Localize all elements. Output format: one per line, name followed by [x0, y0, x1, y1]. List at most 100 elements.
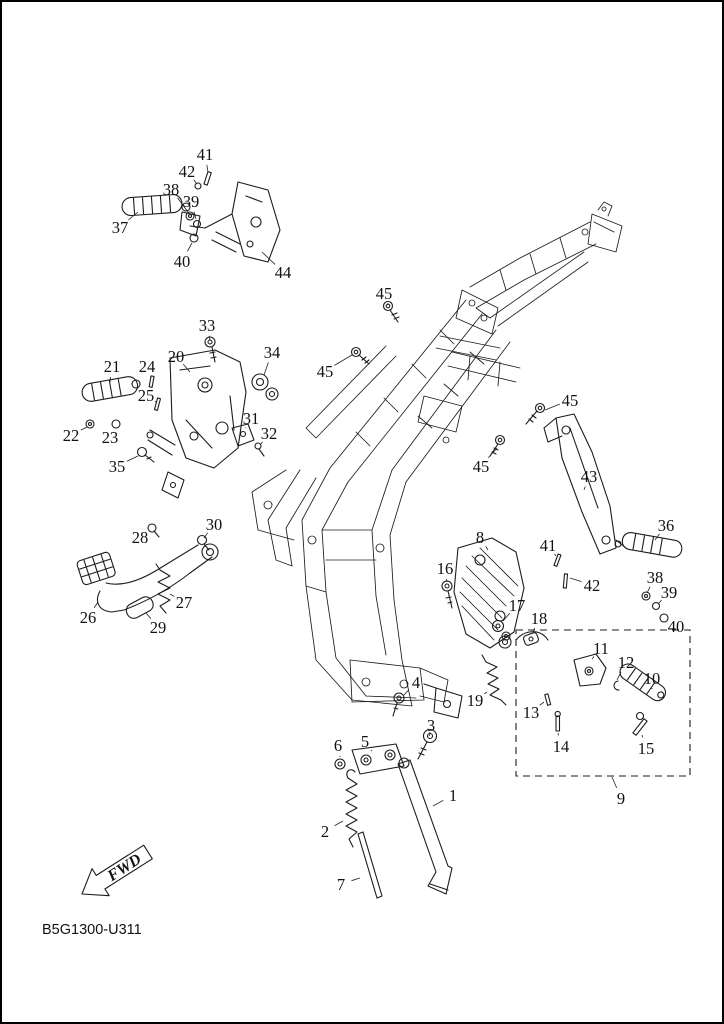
leader-line-part-35 [126, 455, 139, 462]
fwd-arrow-icon [81, 844, 153, 897]
leader-line-part-33 [208, 335, 211, 341]
frame-mount-bolts-45 [350, 300, 546, 457]
callout-part-15: 15 [638, 739, 655, 758]
callout-part-38: 38 [163, 180, 180, 199]
leader-line-part-45 [544, 403, 560, 411]
leader-line-part-1 [432, 799, 444, 807]
callout-part-10: 10 [644, 669, 661, 688]
leader-line-part-45 [334, 354, 353, 366]
callout-part-32: 32 [261, 424, 278, 443]
brake-pedal-assembly [76, 523, 219, 619]
callout-part-40: 40 [668, 617, 685, 636]
callout-part-6: 6 [334, 736, 342, 755]
leader-line-part-3 [429, 731, 431, 736]
leader-line-part-43 [583, 486, 586, 491]
callout-part-38: 38 [647, 568, 664, 587]
callout-part-29: 29 [150, 618, 167, 637]
callout-part-45: 45 [376, 284, 393, 303]
leader-line-part-15 [641, 734, 644, 738]
callout-part-7: 7 [337, 875, 345, 894]
callout-part-27: 27 [176, 593, 193, 612]
footrest-bar-10 [619, 663, 667, 702]
leader-line-part-20 [182, 364, 191, 373]
callout-part-24: 24 [139, 357, 156, 376]
callout-part-45: 45 [562, 391, 579, 410]
callout-part-45: 45 [317, 362, 334, 381]
leader-line-part-44 [261, 251, 276, 265]
leader-line-part-27 [169, 593, 175, 597]
leader-line-part-14 [557, 732, 559, 736]
leader-line-part-39 [657, 599, 662, 605]
leader-line-part-25 [154, 400, 157, 403]
leader-line-part-24 [150, 376, 152, 379]
frame-artwork [251, 201, 623, 707]
callout-part-3: 3 [427, 716, 435, 735]
leader-line-part-42 [193, 179, 198, 185]
footrest-bar-37 [121, 194, 183, 217]
callout-part-26: 26 [80, 608, 97, 627]
leader-line-part-34 [263, 362, 269, 376]
callout-part-25: 25 [138, 386, 155, 405]
callout-part-37: 37 [112, 218, 129, 237]
callout-part-23: 23 [102, 428, 119, 447]
pedal-pad [76, 551, 116, 586]
leader-line-part-7 [351, 877, 361, 882]
callout-part-45: 45 [473, 457, 490, 476]
leader-line-part-13 [539, 701, 545, 706]
footrest-bar-21 [81, 376, 139, 402]
leader-line-part-12 [616, 671, 622, 681]
callout-part-43: 43 [581, 467, 598, 486]
callout-part-41: 41 [197, 145, 214, 164]
leader-line-part-36 [654, 533, 660, 541]
callout-part-31: 31 [243, 409, 260, 428]
callout-part-34: 34 [264, 343, 281, 362]
callout-part-1: 1 [449, 786, 457, 805]
leader-line-part-42 [569, 577, 582, 583]
leader-line-part-26 [93, 601, 99, 609]
callout-part-21: 21 [104, 357, 121, 376]
leader-line-part-30 [203, 532, 208, 539]
leader-line-part-38 [646, 586, 651, 594]
leader-line-part-8 [485, 546, 489, 551]
callout-part-20: 20 [168, 347, 185, 366]
side-stand-assembly [334, 683, 463, 899]
leader-line-part-41 [206, 164, 209, 173]
right-front-footrest-bracket-assembly [441, 537, 549, 706]
callout-part-18: 18 [531, 609, 548, 628]
callout-part-42: 42 [584, 576, 601, 595]
leader-line-part-41 [554, 553, 557, 557]
rear-right-footrest-assembly [543, 413, 683, 623]
callout-part-30: 30 [206, 515, 223, 534]
callout-part-8: 8 [476, 528, 484, 547]
callout-part-22: 22 [63, 426, 80, 445]
callout-part-14: 14 [553, 737, 570, 756]
callout-part-4: 4 [412, 673, 420, 692]
leader-line-part-37 [128, 211, 139, 221]
rear-footrest-kit-box [515, 629, 691, 777]
callout-part-16: 16 [437, 559, 454, 578]
diagram-code: B5G1300-U311 [42, 922, 142, 938]
leader-line-part-32 [260, 441, 263, 445]
callout-part-40: 40 [174, 252, 191, 271]
callout-part-11: 11 [593, 639, 609, 658]
callout-part-35: 35 [109, 457, 126, 476]
callout-part-19: 19 [467, 691, 484, 710]
leader-line-part-5 [370, 749, 373, 752]
callout-part-39: 39 [661, 583, 678, 602]
callout-part-17: 17 [509, 596, 526, 615]
fwd-direction-arrow: FWD [81, 844, 153, 897]
leader-line-part-40 [186, 242, 193, 252]
leader-line-part-18 [532, 627, 536, 633]
leader-line-part-21 [109, 376, 112, 383]
callout-part-2: 2 [321, 822, 329, 841]
leader-line-part-4 [403, 689, 409, 696]
leader-line-part-11 [591, 656, 595, 660]
callout-part-36: 36 [658, 516, 675, 535]
callout-part-41: 41 [540, 536, 557, 555]
leader-line-part-22 [80, 426, 88, 431]
callout-part-42: 42 [179, 162, 196, 181]
leader-line-part-38 [177, 197, 189, 213]
